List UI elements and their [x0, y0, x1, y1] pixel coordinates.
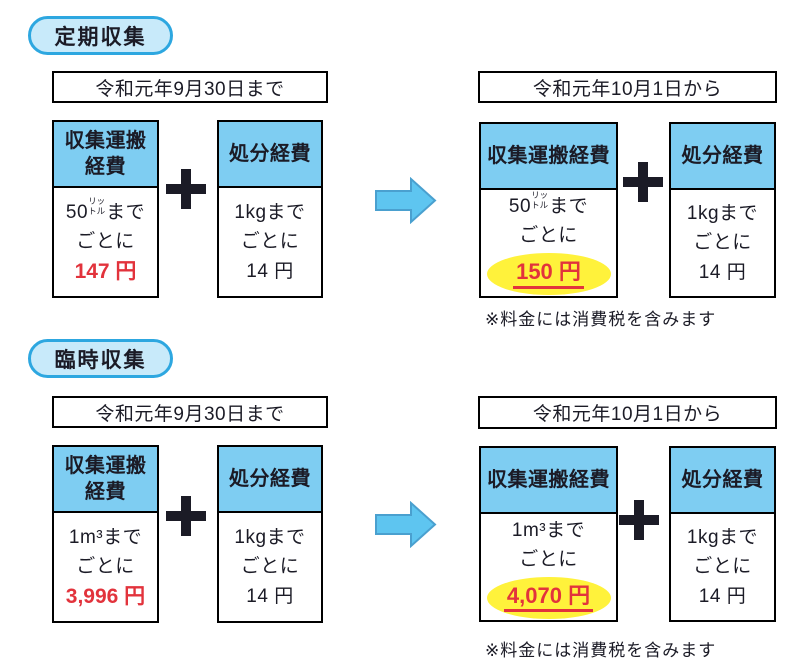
price-highlight-ellipse: 150 円 — [486, 252, 611, 295]
cost-box-header: 収集運搬 経費 — [54, 447, 157, 513]
period-label: 令和元年9月30日まで — [95, 403, 285, 425]
tax-note: ※料金には消費税を含みます — [485, 641, 717, 660]
price-new: 4,070 円 — [503, 583, 594, 613]
header-line: 収集運搬経費 — [487, 145, 610, 167]
price-new: 150 円 — [513, 259, 584, 289]
quantity-suffix: まで — [549, 195, 589, 217]
price-highlight-ellipse: 4,070 円 — [486, 576, 611, 619]
cost-box-body: 1m³まで ごとに 4,070 円 — [481, 514, 616, 620]
quantity-value: 50 — [65, 201, 89, 223]
per-line: ごとに — [693, 555, 752, 577]
cost-box-body: 50リットルまで ごとに 147 円 — [54, 188, 157, 296]
price: 14 円 — [246, 260, 294, 282]
period-header-after: 令和元年10月1日から — [478, 396, 777, 429]
tax-note: ※料金には消費税を含みます — [485, 310, 717, 329]
plus-icon — [166, 496, 206, 536]
cost-box-disposal-before: 処分経費 1kgまで ごとに 14 円 — [217, 445, 323, 623]
cost-box-header: 処分経費 — [671, 124, 774, 190]
cost-box-body: 1kgまで ごとに 14 円 — [671, 190, 774, 296]
cost-box-header: 処分経費 — [219, 122, 321, 188]
per-line: ごとに — [693, 231, 752, 253]
cost-box-transport-after: 収集運搬経費 50リットルまで ごとに 150 円 — [479, 122, 618, 298]
price-old: 3,996 円 — [65, 584, 146, 608]
per-line: ごとに — [240, 230, 300, 252]
header-line: 処分経費 — [681, 145, 764, 167]
arrow-right-icon — [375, 501, 437, 548]
cost-box-transport-before: 収集運搬 経費 1m³まで ごとに 3,996 円 — [52, 445, 159, 623]
period-header-before: 令和元年9月30日まで — [52, 71, 328, 103]
section-badge-label: 定期収集 — [54, 25, 147, 49]
cost-box-transport-after: 収集運搬経費 1m³まで ごとに 4,070 円 — [479, 446, 618, 622]
section-badge-label: 臨時収集 — [54, 348, 147, 372]
period-label: 令和元年9月30日まで — [95, 78, 285, 100]
quantity-value: 50 — [508, 195, 532, 217]
cost-box-header: 収集運搬経費 — [481, 448, 616, 514]
header-line: 経費 — [85, 481, 126, 503]
quantity-line: 1kgまで — [686, 202, 759, 224]
quantity-line: 1kgまで — [234, 526, 306, 548]
price-old: 147 円 — [74, 259, 137, 283]
cost-box-body: 1kgまで ごとに 14 円 — [219, 188, 321, 296]
cost-box-body: 50リットルまで ごとに 150 円 — [481, 190, 616, 296]
header-line: 処分経費 — [229, 468, 311, 490]
section-badge-regular-collection: 定期収集 — [28, 16, 173, 55]
cost-box-header: 処分経費 — [671, 448, 774, 514]
cost-box-disposal-after: 処分経費 1kgまで ごとに 14 円 — [669, 122, 776, 298]
quantity-unit: リットル — [531, 190, 549, 210]
cost-box-body: 1kgまで ごとに 14 円 — [219, 513, 321, 621]
per-line: ごとに — [519, 224, 578, 246]
arrow-right-icon — [375, 177, 437, 224]
quantity-line: 50リットルまで — [65, 196, 146, 227]
cost-box-header: 収集運搬経費 — [481, 124, 616, 190]
header-line: 収集運搬 — [64, 455, 147, 477]
per-line: ごとに — [240, 555, 300, 577]
period-header-before: 令和元年9月30日まで — [52, 396, 328, 428]
quantity-suffix: まで — [106, 201, 146, 223]
price: 14 円 — [698, 261, 747, 283]
plus-icon — [623, 162, 663, 202]
cost-box-transport-before: 収集運搬 経費 50リットルまで ごとに 147 円 — [52, 120, 159, 298]
header-line: 収集運搬経費 — [487, 469, 610, 491]
cost-box-header: 収集運搬 経費 — [54, 122, 157, 188]
period-header-after: 令和元年10月1日から — [478, 71, 777, 103]
header-line: 処分経費 — [681, 469, 764, 491]
cost-box-header: 処分経費 — [219, 447, 321, 513]
header-line: 収集運搬 — [64, 130, 147, 152]
per-line: ごとに — [76, 555, 135, 577]
period-label: 令和元年10月1日から — [532, 78, 723, 100]
quantity-line: 1kgまで — [686, 526, 759, 548]
per-line: ごとに — [519, 548, 578, 570]
cost-box-disposal-before: 処分経費 1kgまで ごとに 14 円 — [217, 120, 323, 298]
price: 14 円 — [698, 585, 747, 607]
price: 14 円 — [246, 585, 294, 607]
quantity-unit: リットル — [88, 196, 106, 216]
cost-box-body: 1m³まで ごとに 3,996 円 — [54, 513, 157, 621]
quantity-line: 1m³まで — [68, 526, 143, 548]
quantity-line: 1kgまで — [234, 201, 306, 223]
quantity-line: 1m³まで — [511, 519, 586, 541]
quantity-line: 50リットルまで — [508, 190, 589, 221]
plus-icon — [166, 169, 206, 209]
period-label: 令和元年10月1日から — [532, 404, 723, 425]
section-badge-temporary-collection: 臨時収集 — [28, 339, 173, 378]
header-line: 経費 — [85, 156, 126, 178]
cost-box-body: 1kgまで ごとに 14 円 — [671, 514, 774, 620]
plus-icon — [619, 500, 659, 540]
per-line: ごとに — [76, 230, 135, 252]
header-line: 処分経費 — [229, 143, 311, 165]
cost-box-disposal-after: 処分経費 1kgまで ごとに 14 円 — [669, 446, 776, 622]
